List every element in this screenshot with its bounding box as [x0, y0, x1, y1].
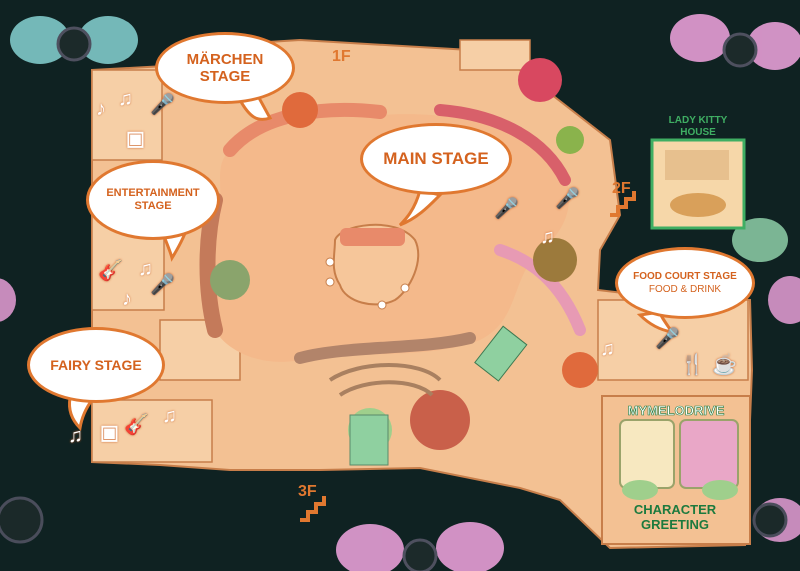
music-note-icon: ♫: [138, 258, 153, 280]
character-greeting-label: CHARACTER GREETING: [600, 502, 750, 533]
music-note-icon: ♪: [96, 98, 106, 120]
cup-icon: ☕: [712, 354, 737, 376]
marchen-stage-label: MÄRCHEN STAGE: [155, 32, 295, 104]
lady-kitty-house-line1: LADY KITTY: [668, 115, 728, 126]
floor-label-1f: 1F: [332, 48, 351, 65]
stairs-icon: [300, 191, 636, 522]
fairy-stage-label: FAIRY STAGE: [27, 327, 165, 403]
music-note-icon: ♫: [162, 405, 177, 427]
entertainment-stage-title: ENTERTAINMENT: [106, 187, 200, 200]
character-greeting-line2: GREETING: [641, 516, 709, 532]
food-court-stage-title: FOOD COURT STAGE: [633, 270, 737, 282]
ribbon-bow-icon: [732, 218, 800, 324]
music-note-icon: ♪: [122, 288, 132, 310]
microphone-icon: 🎤: [655, 328, 680, 350]
lady-kitty-house: [650, 138, 746, 230]
ribbon-bow-icon: [670, 14, 800, 70]
ribbon-bow-icon: [0, 278, 800, 544]
character-greeting-line1: CHARACTER: [633, 502, 717, 517]
fork-knife-icon: 🍴: [680, 354, 705, 376]
lady-kitty-house-label: LADY KITTY HOUSE: [648, 115, 748, 138]
entertainment-stage-label: ENTERTAINMENT STAGE: [86, 160, 220, 240]
marchen-stage-subtitle: STAGE: [199, 68, 251, 85]
floor-label-3f: 3F: [298, 483, 317, 500]
music-note-icon: ♫: [600, 338, 615, 360]
my-melo-drive-label: MYMELODRIVE: [627, 403, 725, 419]
food-court-stage-subtitle: FOOD & DRINK: [648, 284, 722, 295]
main-stage-title: MAIN STAGE: [383, 149, 489, 169]
plaza-attractions: [199, 58, 598, 452]
lady-kitty-house-line2: HOUSE: [680, 126, 716, 138]
ribbon-bow-icon: [336, 522, 504, 571]
main-stage-label: MAIN STAGE: [360, 123, 512, 195]
microphone-icon: 🎤: [150, 94, 175, 116]
microphone-icon: 🎤: [150, 274, 175, 296]
music-note-icon: ♫: [68, 425, 83, 447]
speaker-icon: ▣: [126, 128, 145, 150]
music-note-icon: ♫: [118, 88, 133, 110]
entertainment-stage-subtitle: STAGE: [134, 200, 172, 212]
music-note-icon: ♫: [540, 226, 555, 248]
food-court-stage-label: FOOD COURT STAGE FOOD & DRINK: [615, 247, 755, 319]
ribbon-bow-icon: [10, 16, 138, 64]
my-melo-drive-area: [601, 395, 751, 545]
guitar-icon: 🎸: [124, 414, 149, 436]
main-stage-platform: [325, 223, 420, 310]
guitar-icon: 🎸: [98, 260, 123, 282]
floor-label-2f: 2F: [612, 180, 631, 197]
entrance-arch: [328, 325, 528, 466]
microphone-icon: 🎤: [494, 198, 519, 220]
speaker-icon: ▣: [100, 422, 119, 444]
microphone-icon: 🎤: [555, 188, 580, 210]
fairy-stage-title: FAIRY STAGE: [50, 356, 142, 373]
marchen-stage-title: MÄRCHEN: [186, 50, 264, 68]
